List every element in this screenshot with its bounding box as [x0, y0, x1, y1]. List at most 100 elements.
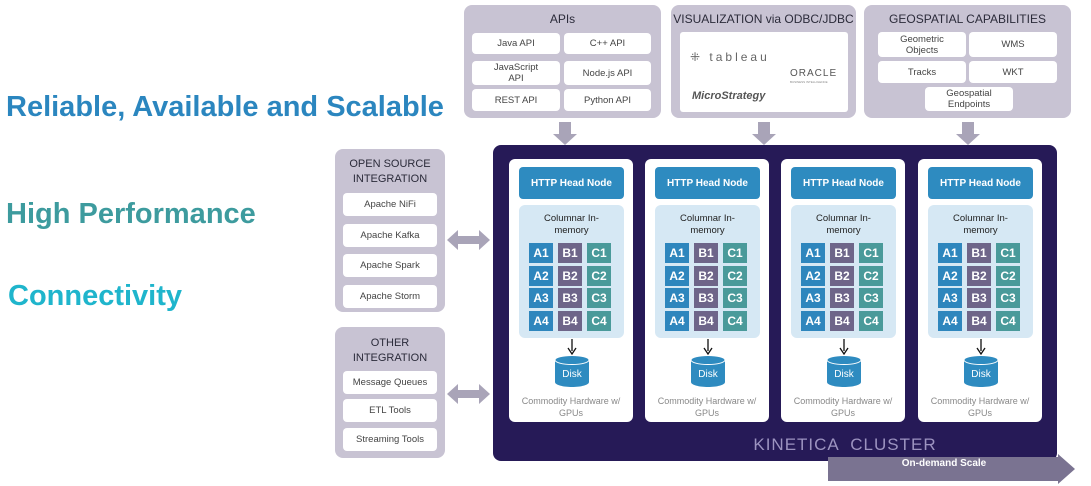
data-shard-cell: B2: [558, 265, 582, 286]
http-head-node: HTTP Head Node: [928, 167, 1033, 199]
integration-item: Message Queues: [343, 371, 437, 394]
data-shard-cell: B4: [830, 310, 854, 331]
api-item: Python API: [564, 89, 651, 111]
data-shard-cell: C2: [723, 265, 747, 286]
data-shard-cell: B1: [694, 243, 718, 263]
geo-item: WKT: [969, 61, 1057, 83]
data-shard-cell: B2: [830, 265, 854, 286]
bi-logos: ⁜ tableau ORACLE BUSINESS INTELLIGENCE M…: [680, 32, 848, 112]
data-shard-cell: B4: [694, 310, 718, 331]
data-shard-cell: A4: [665, 310, 689, 331]
data-shard-cell: C1: [587, 243, 611, 263]
integration-item: Streaming Tools: [343, 428, 437, 451]
data-shard-cell: A1: [529, 243, 553, 263]
open-source-title: OPEN SOURCE INTEGRATION: [349, 158, 431, 185]
data-shard-cell: A3: [801, 288, 825, 308]
data-shard-cell: C2: [859, 265, 883, 286]
data-shard-cell: A4: [938, 310, 962, 331]
double-arrow-icon: [447, 384, 490, 404]
tagline-reliable: Reliable, Available and Scalable: [6, 91, 444, 123]
columnar-title: Columnar In-memory: [953, 213, 1008, 236]
http-head-node: HTTP Head Node: [519, 167, 624, 199]
data-shard-cell: C2: [996, 265, 1020, 286]
tagline-performance: High Performance: [6, 198, 256, 230]
data-shard-cell: B2: [694, 265, 718, 286]
columnar-title: Columnar In-memory: [816, 213, 871, 236]
hardware-label: Commodity Hardware w/ GPUs: [521, 396, 621, 418]
data-shard-cell: C4: [723, 310, 747, 331]
data-shard-cell: A4: [529, 310, 553, 331]
tagline-connectivity: Connectivity: [8, 280, 183, 312]
data-shard-cell: C3: [723, 288, 747, 308]
data-shard-cell: C1: [996, 243, 1020, 263]
integration-item: Apache Storm: [343, 285, 437, 308]
data-shard-cell: B1: [967, 243, 991, 263]
down-arrow-icon: [567, 339, 577, 355]
disk-label: Disk: [971, 369, 991, 380]
data-shard-cell: C2: [587, 265, 611, 286]
disk-label: Disk: [834, 369, 854, 380]
data-shard-cell: B2: [967, 265, 991, 286]
down-arrow-icon: [553, 122, 577, 145]
http-head-node: HTTP Head Node: [791, 167, 896, 199]
data-shard-cell: C3: [587, 288, 611, 308]
disk-icon: [555, 355, 589, 387]
data-shard-cell: C4: [859, 310, 883, 331]
geo-item: Geospatial Endpoints: [925, 87, 1013, 111]
http-head-node: HTTP Head Node: [655, 167, 760, 199]
api-item: REST API: [472, 89, 560, 111]
disk-icon: [691, 355, 725, 387]
data-shard-cell: C1: [723, 243, 747, 263]
api-item: Java API: [472, 33, 560, 54]
hardware-label: Commodity Hardware w/ GPUs: [930, 396, 1030, 418]
hardware-label: Commodity Hardware w/ GPUs: [657, 396, 757, 418]
disk-icon: [964, 355, 998, 387]
visualization-title: VISUALIZATION via ODBC/JDBC: [673, 12, 854, 26]
geo-item: Tracks: [878, 61, 966, 83]
data-shard-cell: B4: [558, 310, 582, 331]
data-shard-cell: B3: [967, 288, 991, 308]
oracle-logo-sub: BUSINESS INTELLIGENCE: [790, 80, 828, 84]
api-item: C++ API: [564, 33, 651, 54]
other-integration-panel: OTHER INTEGRATION Message Queues ETL Too…: [335, 327, 445, 458]
data-shard-cell: A1: [665, 243, 689, 263]
disk-icon: [827, 355, 861, 387]
data-shard-cell: A2: [665, 265, 689, 286]
data-shard-cell: C4: [996, 310, 1020, 331]
scale-arrow: [828, 454, 1075, 484]
data-shard-cell: B1: [558, 243, 582, 263]
data-shard-cell: C4: [587, 310, 611, 331]
data-shard-cell: B3: [694, 288, 718, 308]
data-shard-cell: B3: [830, 288, 854, 308]
data-shard-cell: A1: [938, 243, 962, 263]
data-shard-cell: B4: [967, 310, 991, 331]
geospatial-panel: GEOSPATIAL CAPABILITIES Geometric Object…: [864, 5, 1071, 118]
integration-item: ETL Tools: [343, 399, 437, 422]
columnar-title: Columnar In-memory: [680, 213, 735, 236]
microstrategy-logo: MicroStrategy: [692, 90, 766, 102]
other-title: OTHER INTEGRATION: [352, 337, 428, 364]
down-arrow-icon: [752, 122, 776, 145]
data-shard-cell: B1: [830, 243, 854, 263]
data-shard-cell: A2: [938, 265, 962, 286]
apis-title: APIs: [549, 12, 576, 26]
integration-item: Apache Spark: [343, 254, 437, 277]
integration-item: Apache NiFi: [343, 193, 437, 216]
apis-panel: APIs Java API C++ API JavaScript API Nod…: [464, 5, 661, 118]
api-item: JavaScript API: [472, 61, 560, 85]
down-arrow-icon: [976, 339, 986, 355]
columnar-title: Columnar In-memory: [544, 213, 599, 236]
disk-label: Disk: [562, 369, 582, 380]
scale-label: On-demand Scale: [901, 458, 987, 469]
data-shard-cell: A2: [801, 265, 825, 286]
oracle-logo: ORACLE: [790, 68, 838, 79]
open-source-panel: OPEN SOURCE INTEGRATION Apache NiFi Apac…: [335, 149, 445, 312]
